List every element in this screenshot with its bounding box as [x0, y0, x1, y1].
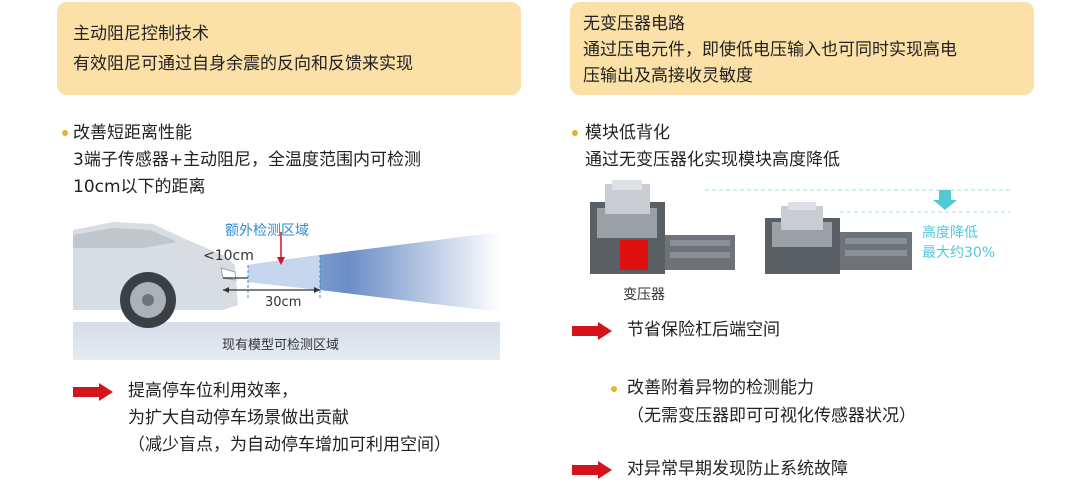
left-result-line1: 提高停车位利用效率，	[128, 381, 298, 401]
left-result-line2: 为扩大自动停车场景做出贡献	[128, 408, 349, 428]
lt10-label: <10cm	[203, 248, 254, 264]
red-arrow-icon	[572, 461, 612, 479]
red-arrow-icon	[572, 322, 612, 340]
red-arrow-icon	[73, 383, 113, 401]
bullet-dot	[611, 386, 617, 392]
left-result-line3: （减少盲点，为自动停车增加可利用空间）	[128, 435, 451, 455]
left-bullet-line3: 10cm以下的距离	[73, 177, 206, 197]
left-bullet-line2: 3端子传感器+主动阻尼，全温度范围内可检测	[73, 150, 422, 170]
left-header-desc: 有效阻尼可通过自身余震的反向和反馈来实现	[73, 54, 413, 74]
module-figure	[585, 180, 1010, 280]
dist30-label: 30cm	[265, 295, 302, 310]
existing-zone-label: 现有模型可检测区域	[222, 338, 340, 353]
right-header-desc2: 压输出及高接收灵敏度	[583, 66, 753, 86]
extra-zone-label: 额外检测区域	[225, 223, 309, 239]
module-comparison-illustration	[590, 180, 1010, 274]
right-header-title: 无变压器电路	[583, 14, 685, 34]
right-result2: 对异常早期发现防止系统故障	[627, 459, 848, 479]
left-bullet-title: 改善短距离性能	[73, 123, 192, 143]
height-reduction-line1: 高度降低	[922, 225, 978, 241]
right-bullet-title: 模块低背化	[585, 123, 670, 143]
height-reduction-line2: 最大约30%	[922, 245, 996, 261]
right-header-desc1: 通过压电元件，即使低电压输入也可同时实现高电	[583, 40, 957, 60]
bullet-dot	[62, 130, 68, 136]
left-header-title: 主动阻尼控制技术	[73, 24, 209, 44]
right-bullet-line2: 通过无变压器化实现模块高度降低	[585, 150, 840, 170]
transformer-label: 变压器	[623, 287, 665, 303]
right-header-box	[570, 2, 1034, 95]
car-detection-illustration	[73, 222, 500, 360]
left-header-box	[57, 2, 521, 95]
detection-figure	[73, 210, 500, 362]
right-bullet2-title: 改善附着异物的检测能力	[627, 378, 814, 398]
right-result1: 节省保险杠后端空间	[627, 320, 780, 340]
right-bullet2-line2: （无需变压器即可可视化传感器状况）	[627, 406, 916, 426]
bullet-dot	[572, 130, 578, 136]
